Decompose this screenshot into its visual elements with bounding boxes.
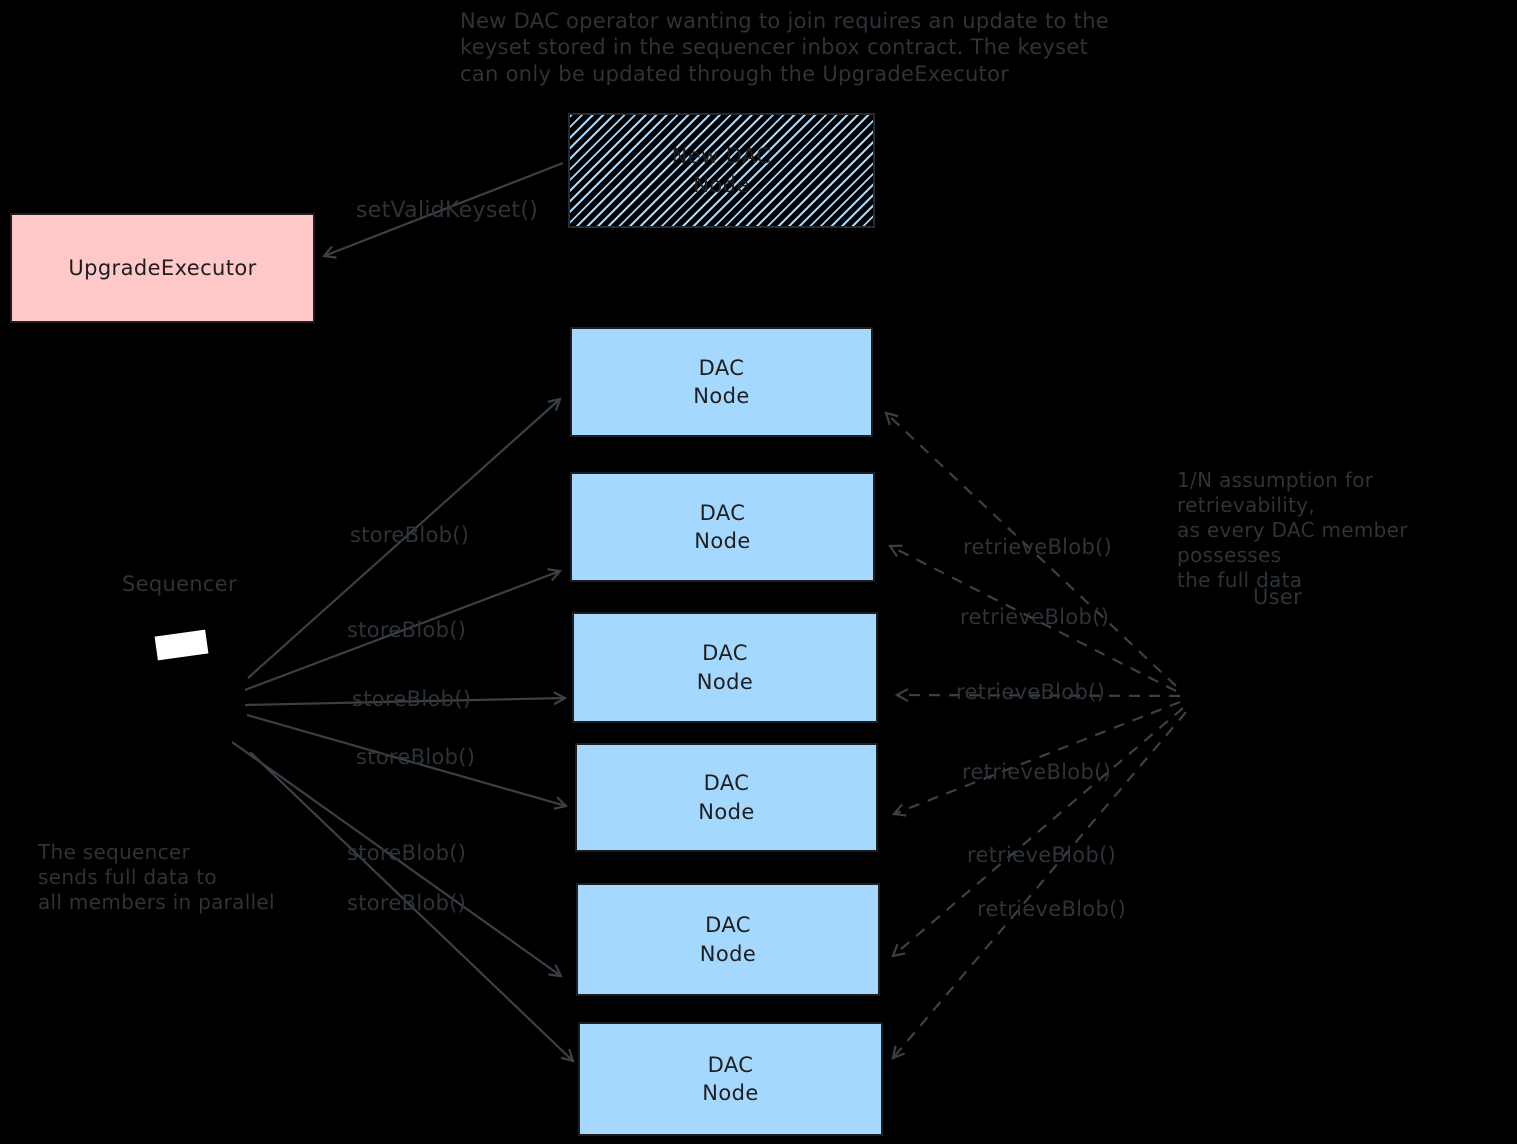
- dac-node-box: DAC Node: [570, 327, 873, 437]
- user-label: User: [1253, 585, 1303, 609]
- upgrade-executor-label: UpgradeExecutor: [68, 255, 257, 280]
- set-valid-keyset-arrow-label: setValidKeyset(): [356, 198, 539, 223]
- dac-node-box: DAC Node: [576, 883, 880, 996]
- store-blob-arrow: [244, 568, 563, 692]
- retrieve-blob-arrow: [891, 700, 1181, 817]
- top-note: New DAC operator wanting to join require…: [460, 9, 1110, 86]
- set-valid-keyset-arrow: [321, 161, 564, 259]
- dac-node-label: DAC Node: [696, 641, 754, 694]
- store-blob-arrow-label: storeBlob(): [350, 523, 470, 547]
- dac-node-box: DAC Node: [575, 743, 878, 852]
- retrieve-blob-arrow-label: retrieveBlob(): [977, 897, 1127, 921]
- dac-node-box: DAC Node: [578, 1022, 883, 1136]
- retrieve-blob-arrow: [891, 711, 1187, 1060]
- retrieve-blob-arrow-label: retrieveBlob(): [967, 843, 1117, 867]
- retrieve-blob-arrow: [884, 411, 1177, 687]
- store-blob-arrow-label: storeBlob(): [347, 891, 467, 915]
- dac-node-box: DAC Node: [570, 472, 875, 582]
- dac-node-label: DAC Node: [694, 500, 751, 553]
- new-dac-node-label: New DAC Node: [671, 144, 772, 197]
- retrieve-blob-arrow: [894, 688, 1181, 703]
- store-blob-arrow-label: storeBlob(): [352, 687, 472, 711]
- retrieve-blob-arrow-label: retrieveBlob(): [960, 605, 1110, 629]
- retrieve-blob-arrow-label: retrieveBlob(): [962, 760, 1112, 784]
- right-note: 1/N assumption for retrievability, as ev…: [1177, 468, 1408, 592]
- retrieve-blob-arrow-label: retrieveBlob(): [963, 535, 1113, 559]
- dac-node-label: DAC Node: [702, 1052, 759, 1105]
- store-blob-arrow-label: storeBlob(): [356, 745, 476, 769]
- dac-node-label: DAC Node: [698, 771, 755, 824]
- store-blob-arrow-label: storeBlob(): [347, 618, 467, 642]
- upgrade-executor-box: UpgradeExecutor: [10, 213, 315, 323]
- dac-node-label: DAC Node: [699, 913, 757, 966]
- store-blob-arrow: [249, 751, 575, 1063]
- store-blob-arrow-label: storeBlob(): [347, 841, 467, 865]
- retrieve-blob-arrow: [887, 544, 1177, 692]
- new-dac-node-box: New DAC Node: [568, 113, 875, 228]
- retrieve-blob-arrow: [891, 707, 1184, 958]
- retrieve-blob-arrow-label: retrieveBlob(): [956, 680, 1106, 704]
- dac-node-box: DAC Node: [572, 612, 878, 723]
- dac-node-label: DAC Node: [693, 355, 750, 408]
- store-blob-arrow: [247, 397, 562, 679]
- store-blob-arrow: [246, 713, 569, 810]
- sequencer-label: Sequencer: [122, 572, 237, 596]
- store-blob-arrow: [231, 741, 563, 978]
- store-blob-arrow: [244, 691, 568, 707]
- left-note: The sequencer sends full data to all mem…: [38, 840, 275, 914]
